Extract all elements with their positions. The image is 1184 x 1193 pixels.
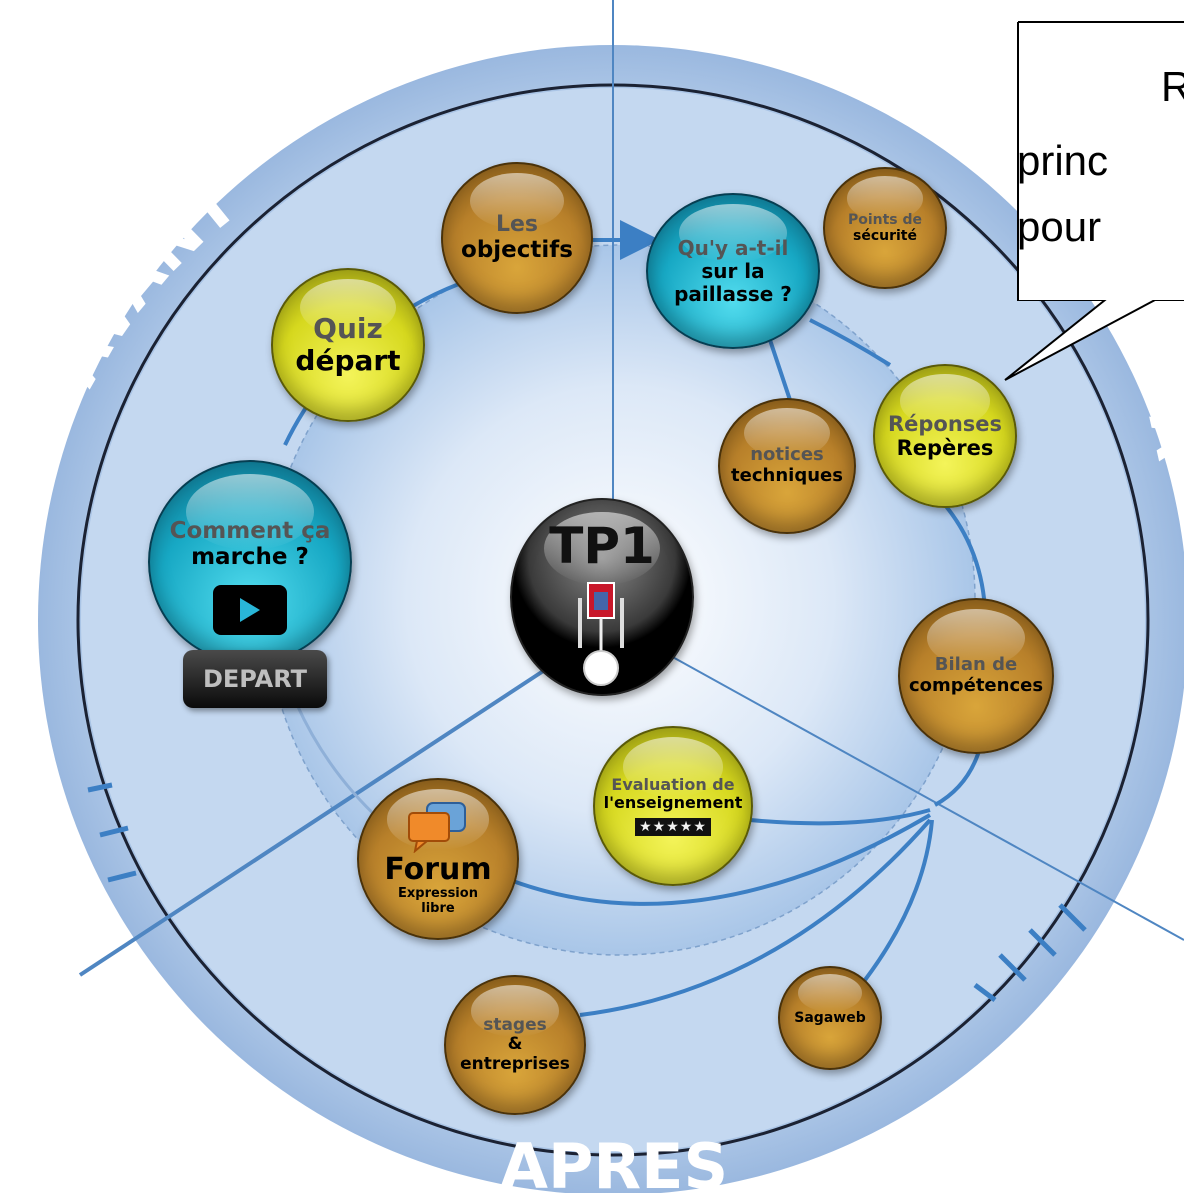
bilan-line1: Bilan de <box>934 654 1018 676</box>
bubble-points-securite[interactable]: Points de sécurité <box>823 167 947 289</box>
bubble-quy-a-t-il[interactable]: Qu'y a-t-il sur la paillasse ? <box>646 193 820 349</box>
stages-line1: stages <box>483 1014 547 1035</box>
center-tp1[interactable]: TP1 <box>510 498 694 696</box>
divider-right <box>659 649 1184 941</box>
callout-box: R princ pour <box>1019 23 1184 300</box>
stages-line3: entreprises <box>460 1053 570 1074</box>
notices-line2: techniques <box>731 465 843 486</box>
depart-button[interactable]: DEPART <box>183 650 327 708</box>
bubble-sagaweb[interactable]: Sagaweb <box>778 966 882 1070</box>
chat-bubbles-icon <box>408 801 466 853</box>
quiz-depart-line2: départ <box>295 344 401 377</box>
les-objectifs-line1: Les <box>495 212 539 238</box>
bubble-stages-entreprises[interactable]: stages & entreprises <box>444 975 586 1115</box>
callout-line3: pour <box>1019 203 1102 250</box>
stages-line2: & <box>507 1034 523 1055</box>
zone-apres: APRES <box>500 1130 728 1193</box>
bubble-comment-ca-marche[interactable]: Comment ça marche ? <box>148 460 352 664</box>
play-icon[interactable] <box>213 584 287 635</box>
center-tp1-label: TP1 <box>549 517 655 575</box>
quy-line1: Qu'y a-t-il <box>677 235 789 260</box>
bubble-forum[interactable]: Forum Expression libre <box>357 778 519 940</box>
quy-line3: paillasse ? <box>674 281 792 306</box>
evaluation-line2: l'enseignement <box>603 792 743 812</box>
bilan-line2: compétences <box>908 675 1044 696</box>
quiz-depart-line1: Quiz <box>313 311 383 345</box>
comment-line1: Comment ça <box>169 518 331 544</box>
callout-line1: R <box>1161 63 1184 110</box>
tick-marks <box>87 782 1087 1002</box>
bubble-quiz-depart[interactable]: Quiz départ <box>271 268 425 422</box>
quy-line2: sur la <box>701 258 765 283</box>
bubble-notices-techniques[interactable]: notices techniques <box>718 398 856 534</box>
bubble-bilan-competences[interactable]: Bilan de compétences <box>898 598 1054 754</box>
reponses-line1: Réponses <box>887 411 1003 436</box>
forum-line2: libre <box>421 901 455 917</box>
rating-stars: ★★★★★ <box>635 818 711 837</box>
securite-line1: Points de <box>847 211 923 228</box>
forum-title: Forum <box>384 851 492 887</box>
callout-line2: princ <box>1019 137 1109 184</box>
bubble-reponses-reperes[interactable]: Réponses Repères <box>873 364 1017 508</box>
bubble-les-objectifs[interactable]: Les objectifs <box>441 162 593 314</box>
sagaweb-label: Sagaweb <box>794 1009 866 1026</box>
les-objectifs-line2: objectifs <box>461 237 573 264</box>
forum-line1: Expression <box>398 886 478 902</box>
reponses-line2: Repères <box>896 436 994 460</box>
evaluation-line1: Evaluation de <box>611 774 735 794</box>
securite-line2: sécurité <box>853 228 917 244</box>
divider-left <box>78 658 562 977</box>
comment-line2: marche ? <box>191 544 309 571</box>
notices-line1: notices <box>750 444 824 466</box>
lab-apparatus-icon <box>578 581 624 686</box>
bubble-evaluation[interactable]: Evaluation de l'enseignement ★★★★★ <box>593 726 753 886</box>
